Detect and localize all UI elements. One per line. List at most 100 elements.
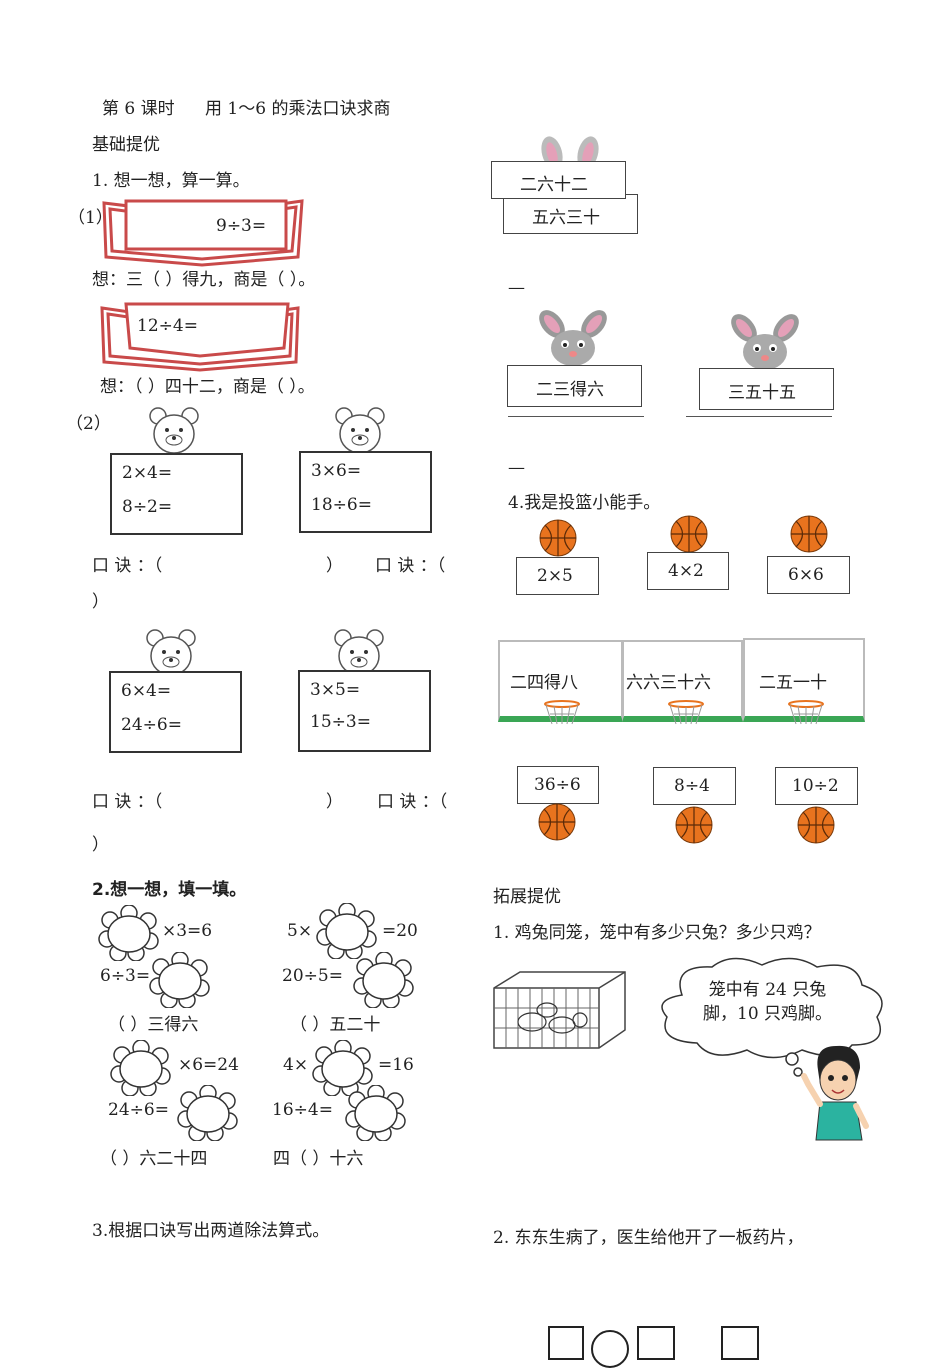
q1-part1-label: （1） [68, 208, 113, 228]
basketball-icon [670, 515, 708, 553]
speech-bubble [652, 955, 896, 1085]
card-text: 6×6 [788, 565, 824, 585]
square-shape [548, 1326, 584, 1360]
q3-title: 3.根据口诀写出两道除法算式。 [92, 1221, 330, 1241]
bunny-card-text: 二六十二 [520, 175, 588, 195]
bunny-card: 二三得六 [507, 365, 642, 407]
math-card: 8÷4 [653, 767, 736, 805]
q1-title: 1. 想一想，算一算。 [92, 171, 250, 191]
lesson-label: 第 6 课时 [102, 99, 175, 119]
q2-item: 6÷3= [100, 966, 151, 986]
card-text: 4×2 [668, 561, 704, 581]
square-shape [637, 1326, 675, 1360]
book2-expr: 12÷4= [137, 316, 198, 336]
card-line2: 8÷2= [122, 497, 173, 517]
extend-q2-title: 2. 东东生病了，医生给他开了一板药片， [493, 1228, 804, 1248]
q1-part2-label: （2） [66, 414, 111, 434]
answer-line [686, 416, 832, 417]
koujue-label: 口 诀 ：（ [92, 792, 163, 812]
card-line1: 3×6= [311, 461, 362, 481]
think2-text: 想：（ ）四十二，商是（ ）。 [100, 377, 315, 397]
math-card: 36÷6 [517, 766, 599, 804]
paren-close: ） [92, 835, 109, 855]
card-text: 10÷2 [792, 776, 839, 796]
bunny-icon [532, 308, 614, 368]
q2-item: 5× [287, 921, 313, 941]
bunny-card: 五六三十 [503, 194, 638, 234]
math-card: 3×6= 18÷6= [299, 451, 432, 533]
math-card: 10÷2 [775, 767, 858, 805]
q2-item: （ ）三得六 [108, 1015, 199, 1035]
koujue-close: ） [326, 792, 343, 812]
bear-icon [333, 628, 385, 678]
q2-item: 20÷5= [282, 966, 343, 986]
cage-icon [492, 970, 627, 1055]
bear-icon [334, 406, 386, 456]
q2-item: =16 [378, 1055, 414, 1075]
flower-blank-icon [345, 1085, 407, 1141]
math-card: 2×5 [516, 557, 599, 595]
backboard: 六六三十六 [622, 640, 743, 722]
q2-item: ×6=24 [178, 1055, 239, 1075]
card-line2: 18÷6= [311, 495, 372, 515]
book1-expr: 9÷3= [216, 216, 267, 236]
paren-close: ） [92, 592, 109, 612]
card-line2: 24÷6= [121, 715, 182, 735]
card-line2: 15÷3= [310, 712, 371, 732]
card-text: 36÷6 [534, 775, 581, 795]
q2-item: 四（ ）十六 [273, 1149, 364, 1169]
math-card: 2×4= 8÷2= [110, 453, 243, 535]
answer-dash: — [508, 278, 525, 298]
hoop-icon [542, 700, 582, 731]
bunny-card-text: 二三得六 [536, 380, 604, 400]
basketball-icon [675, 806, 713, 844]
q2-title: 2.想一想，填一填。 [92, 880, 247, 900]
board-text: 六六三十六 [626, 673, 711, 693]
koujue-close: ） [326, 556, 343, 576]
math-card: 3×5= 15÷3= [298, 670, 431, 752]
answer-dash: — [508, 458, 525, 478]
math-card: 6×6 [767, 556, 850, 594]
q4-title: 4.我是投篮小能手。 [508, 493, 661, 513]
basketball-icon [797, 806, 835, 844]
basketball-icon [790, 515, 828, 553]
math-card: 4×2 [647, 552, 729, 590]
math-card: 6×4= 24÷6= [109, 671, 242, 753]
board-text: 二四得八 [510, 673, 578, 693]
think1-text: 想：三（ ）得九，商是（ ）。 [92, 270, 316, 290]
q2-item: =20 [382, 921, 418, 941]
flower-blank-icon [110, 1040, 172, 1096]
flower-blank-icon [98, 905, 160, 961]
koujue-label: 口 诀 ：（ [92, 556, 163, 576]
book-icon [98, 195, 308, 267]
card-line1: 6×4= [121, 681, 172, 701]
koujue-label: 口 诀 ：（ [375, 556, 446, 576]
flower-blank-icon [149, 952, 211, 1008]
q2-item: （ ）六二十四 [100, 1149, 208, 1169]
q2-item: 4× [283, 1055, 309, 1075]
section-extend: 拓展提优 [493, 887, 561, 907]
card-line1: 3×5= [310, 680, 361, 700]
backboard: 二四得八 [498, 640, 623, 722]
koujue-label: 口 诀 ：（ [377, 792, 448, 812]
flower-blank-icon [353, 952, 415, 1008]
hoop-icon [786, 700, 826, 731]
card-line1: 2×4= [122, 463, 173, 483]
book-icon [98, 300, 303, 372]
card-text: 8÷4 [674, 776, 710, 796]
bear-icon [145, 628, 197, 678]
board-text: 二五一十 [759, 673, 827, 693]
lesson-topic: 用 1～6 的乘法口诀求商 [205, 99, 391, 119]
extend-q1-title: 1. 鸡兔同笼，笼中有多少只兔？多少只鸡？ [493, 923, 821, 943]
basketball-icon [539, 519, 577, 557]
circle-shape [591, 1330, 629, 1368]
bunny-card-text: 三五十五 [728, 383, 796, 403]
bunny-card: 二六十二 [491, 161, 626, 199]
bear-icon [148, 406, 200, 456]
boy-icon [800, 1040, 872, 1149]
flower-blank-icon [177, 1085, 239, 1141]
q2-item: 16÷4= [272, 1100, 333, 1120]
bubble-text: 笼中有 24 只兔 脚，10 只鸡脚。 [703, 980, 833, 1024]
q2-item: 24÷6= [108, 1100, 169, 1120]
flower-blank-icon [312, 1040, 374, 1096]
